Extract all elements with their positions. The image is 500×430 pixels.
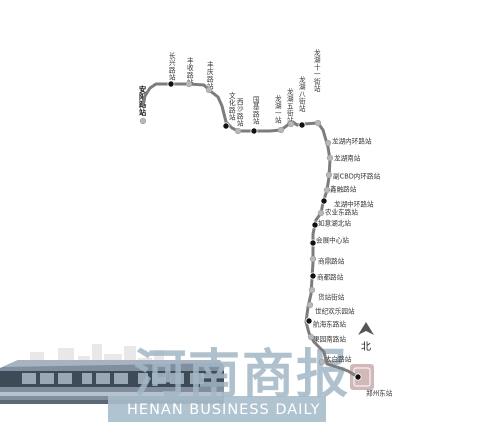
station-label: 郑州东站 (366, 388, 393, 397)
north-arrow-icon (358, 322, 374, 335)
station-dot (287, 120, 295, 128)
station-dot (309, 255, 317, 263)
station-dot (354, 373, 362, 381)
station-dot (308, 286, 316, 294)
station-dot (309, 272, 317, 280)
station-dot (320, 197, 328, 205)
station-label: 龙湖十一街站 (314, 48, 321, 93)
station-dot (139, 117, 147, 125)
station-label: 西沙路站 (237, 98, 244, 128)
station-label: 商都路站 (317, 272, 344, 281)
station-dot (323, 186, 331, 194)
station-label: 农业东路站 (325, 207, 358, 216)
station-label: 鑫融路站 (330, 184, 357, 193)
station-label: 龙湖中环路站 (334, 199, 374, 208)
station-label: 文化路站 (229, 91, 236, 122)
station-dot (317, 209, 325, 217)
station-dot (325, 171, 333, 179)
station-dot (326, 154, 334, 162)
station-dot (205, 86, 213, 94)
station-label: 会展中心站 (316, 235, 349, 244)
station-dot (306, 301, 314, 309)
metro-route-line (141, 82, 360, 379)
station-dot (307, 333, 315, 341)
station-dot (298, 121, 306, 129)
station-label: 龙湖一站 (275, 94, 282, 125)
station-label: 龙湖南站 (334, 153, 361, 162)
station-dot (250, 127, 258, 135)
compass: 北 (358, 322, 374, 353)
station-label: 货站街站 (318, 292, 345, 301)
station-label: 龙湖五街站 (287, 87, 294, 125)
station-label: 果园南路站 (313, 334, 346, 343)
station-label-layer: 安阳路站长兴路站丰收路站丰庆路站文化路站西沙路站国基路站龙湖一站龙湖五街站龙湖八… (139, 48, 393, 397)
station-dot (314, 119, 322, 127)
station-dot (234, 127, 242, 135)
watermark-chinese: 河南商报 (134, 345, 350, 405)
station-dot (311, 221, 319, 229)
newspaper-watermark: 河南商报 HENAN BUSINESS DAILY (108, 345, 374, 422)
station-layer (139, 80, 362, 381)
station-label: 世纪欢乐园站 (315, 306, 355, 315)
station-dot (167, 80, 175, 88)
station-dot (277, 126, 285, 134)
station-label: 龙湖八街站 (299, 75, 306, 113)
station-label: 太白路站 (325, 354, 352, 363)
station-label: 如意湖北站 (318, 218, 351, 227)
compass-north-label: 北 (361, 341, 371, 353)
station-dot (222, 122, 230, 130)
station-dot (185, 80, 193, 88)
station-dot (309, 239, 317, 247)
station-dot (305, 317, 313, 325)
station-label: 国基路站 (253, 96, 260, 126)
train-illustration (0, 360, 224, 404)
station-dot (324, 139, 332, 147)
station-label: 商鼎路站 (318, 256, 345, 265)
station-label: 丰庆路站 (207, 60, 214, 91)
station-label: 副CBD内环路站 (333, 171, 381, 180)
station-label: 长兴路站 (169, 51, 176, 82)
station-label: 航海东路站 (313, 319, 346, 328)
station-dot (318, 358, 326, 366)
station-label: 龙湖内环路站 (332, 136, 372, 145)
watermark-english: HENAN BUSINESS DAILY (127, 402, 320, 418)
